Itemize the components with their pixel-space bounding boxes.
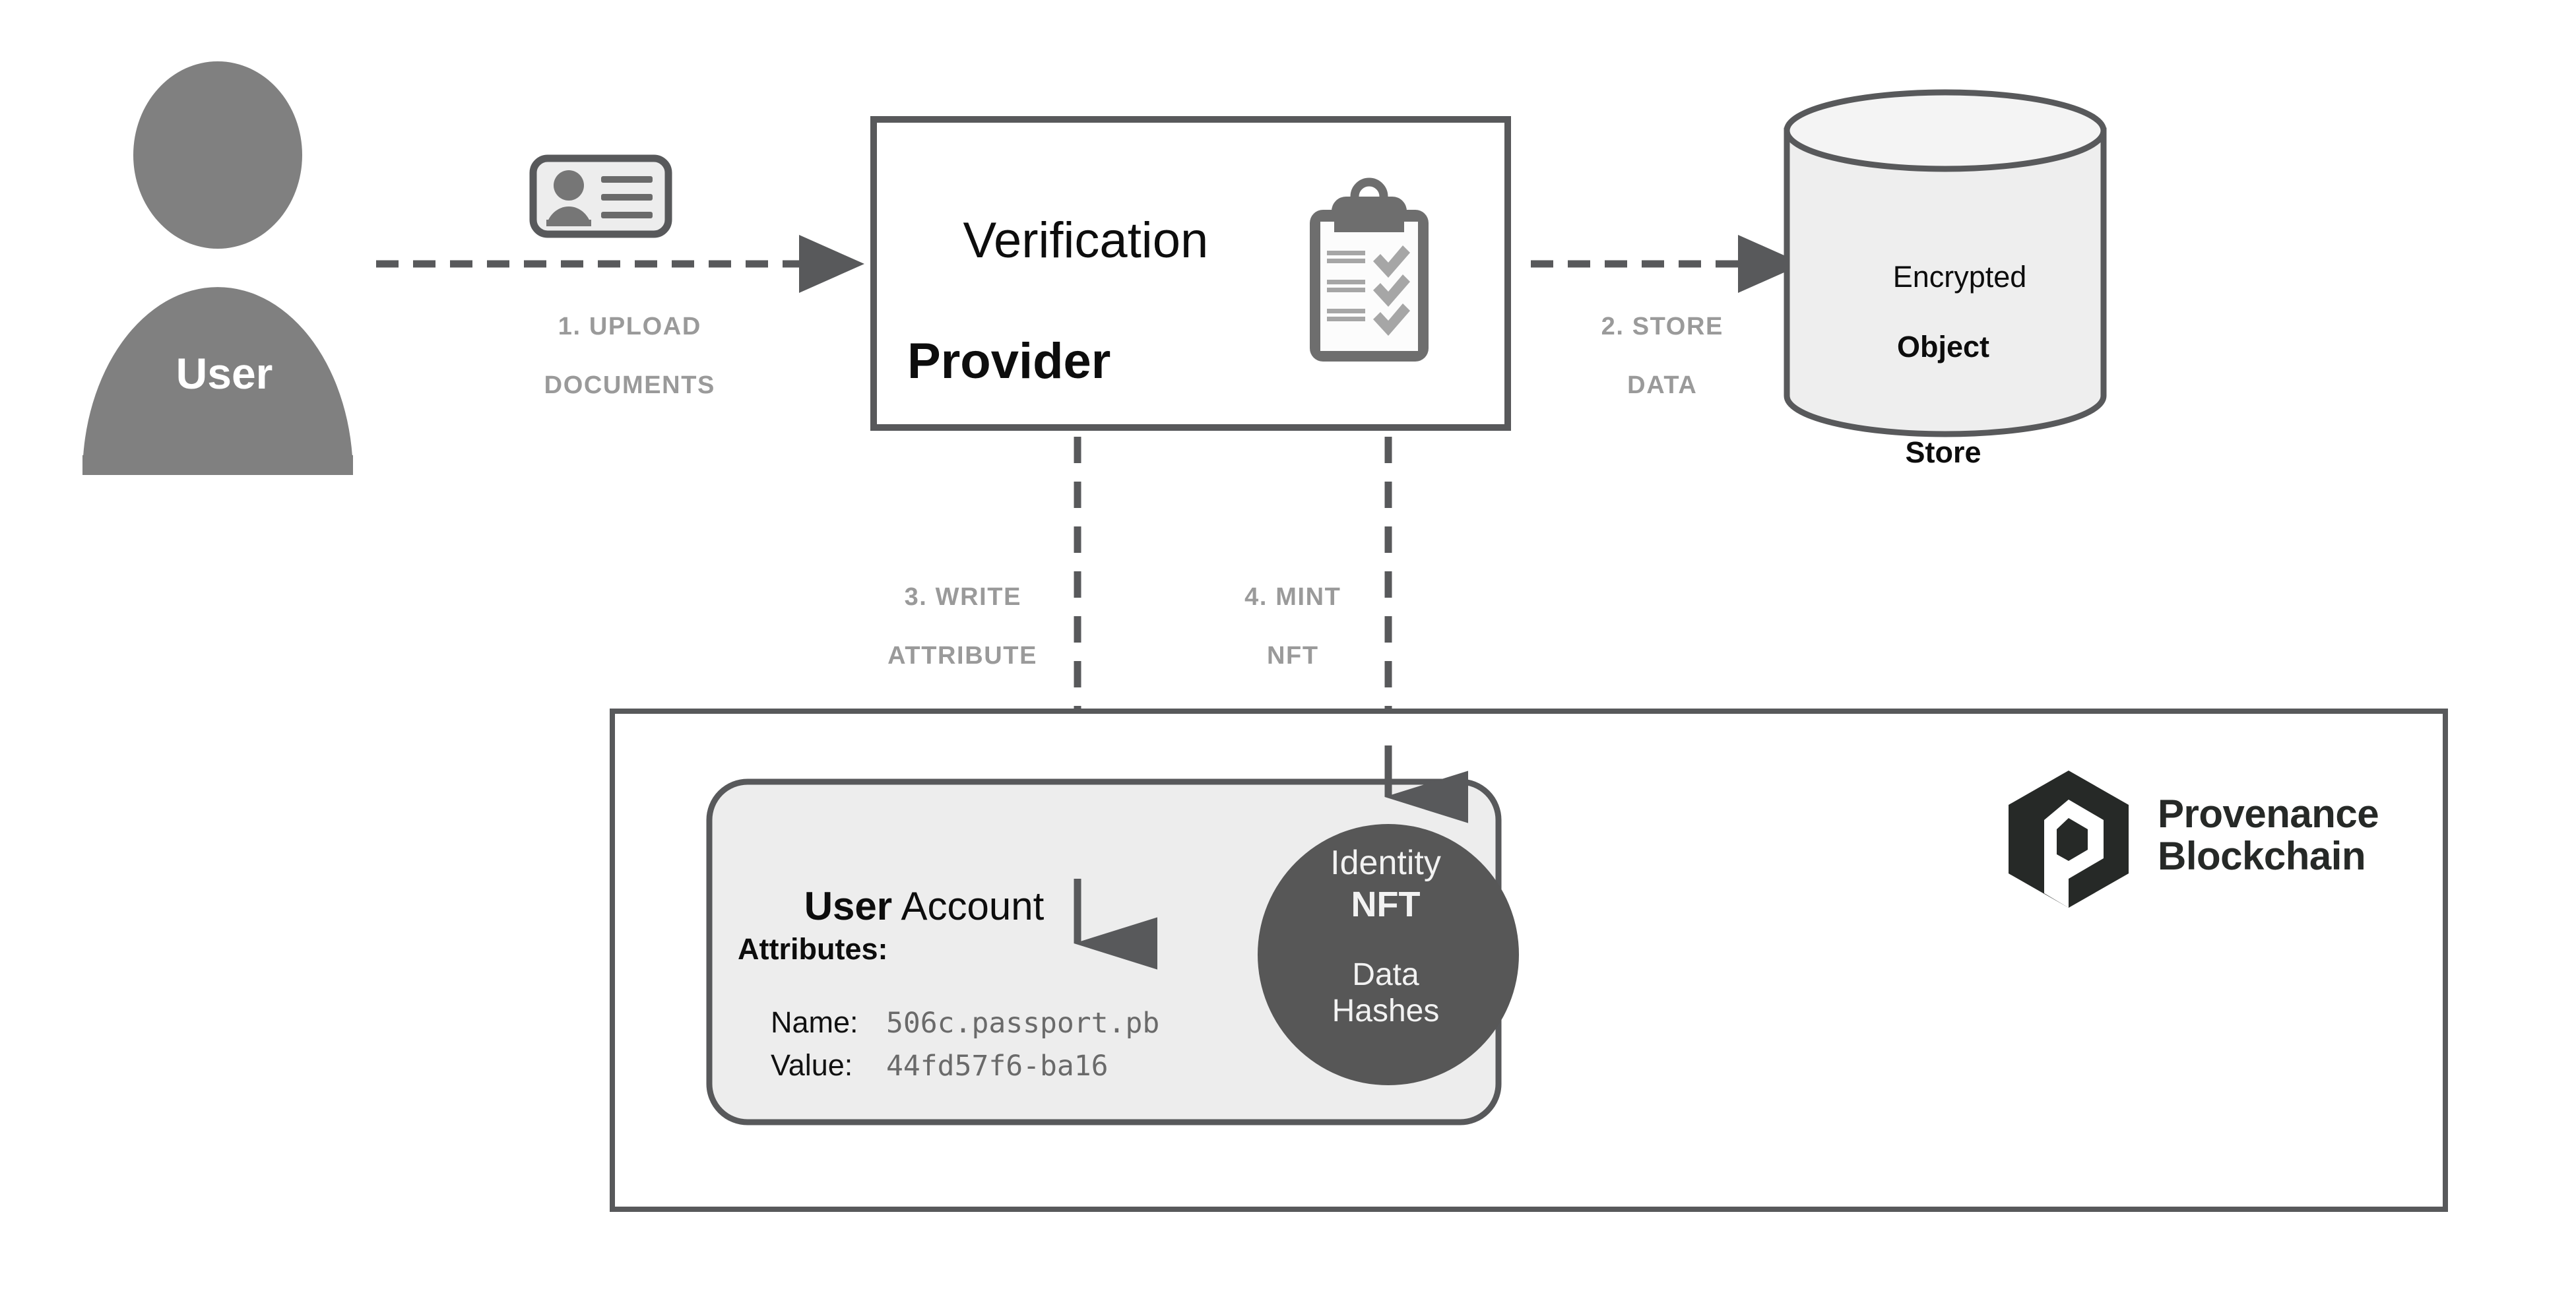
step-4-label: 4. MINT NFT [1181, 553, 1372, 701]
brand-line1: Provenance [2158, 792, 2379, 837]
user-label: User [176, 349, 273, 398]
id-card-icon [529, 154, 672, 238]
provenance-wordmark: Provenance Blockchain [2158, 793, 2379, 877]
step-4-line2: NFT [1266, 642, 1319, 670]
account-title: User Account [760, 837, 1045, 976]
step-1-line1: 1. UPLOAD [558, 312, 701, 340]
step-2-label: 2. STORE DATA [1537, 282, 1755, 430]
provenance-hex-p-logo-icon [2009, 771, 2129, 908]
attributes-heading: Attributes: [738, 932, 888, 966]
provider-title-line1: Verification [963, 212, 1209, 269]
step-2-line2: DATA [1627, 371, 1698, 400]
nft-line1: Identity [1330, 844, 1441, 882]
attribute-value-value: 44fd57f6-ba16 [886, 1050, 1109, 1083]
identity-nft-bubble [1258, 824, 1519, 1085]
clipboard-checklist-icon [1310, 177, 1429, 362]
step-3-line2: ATTRIBUTE [887, 642, 1038, 670]
provenance-brand: Provenance Blockchain [2006, 765, 2379, 905]
step-1-line2: DOCUMENTS [544, 371, 715, 400]
object-store-line3: Store [1905, 435, 1981, 469]
brand-line2: Blockchain [2158, 834, 2366, 878]
nft-line3: Data [1352, 957, 1419, 992]
user-silhouette-icon [82, 61, 353, 475]
account-title-bold: User [804, 883, 893, 928]
attribute-key-value: Value: [771, 1048, 853, 1082]
step-2-line1: 2. STORE [1601, 312, 1723, 340]
step-3-label: 3. WRITE ATTRIBUTE [838, 553, 1056, 701]
provider-title-line2: Provider [907, 333, 1111, 390]
provider-title: Verification Provider [907, 152, 1208, 509]
object-store-line1: Encrypted [1892, 260, 2027, 294]
object-store-line2: Object [1896, 330, 1990, 364]
step-3-line1: 3. WRITE [904, 583, 1022, 611]
attribute-row-value: Value: 44fd57f6-ba16 [738, 1014, 1109, 1117]
attribute-row-name: Name: 506c.passport.pb [738, 971, 1159, 1074]
step-4-line1: 4. MINT [1244, 583, 1341, 611]
object-store-label: Encrypted Object Store [1785, 224, 2102, 540]
nft-line4: Hashes [1332, 994, 1440, 1029]
nft-line2: NFT [1351, 885, 1421, 924]
identity-nft-label: Identity NFT Data Hashes [1254, 843, 1518, 1029]
database-cylinder-icon [1784, 89, 2107, 437]
attribute-value-name: 506c.passport.pb [886, 1007, 1160, 1040]
attribute-key-name: Name: [771, 1005, 858, 1039]
step-1-label: 1. UPLOAD DOCUMENTS [475, 282, 752, 430]
account-title-regular: Account [892, 883, 1045, 928]
logo-mark-spacer [2006, 765, 2138, 905]
